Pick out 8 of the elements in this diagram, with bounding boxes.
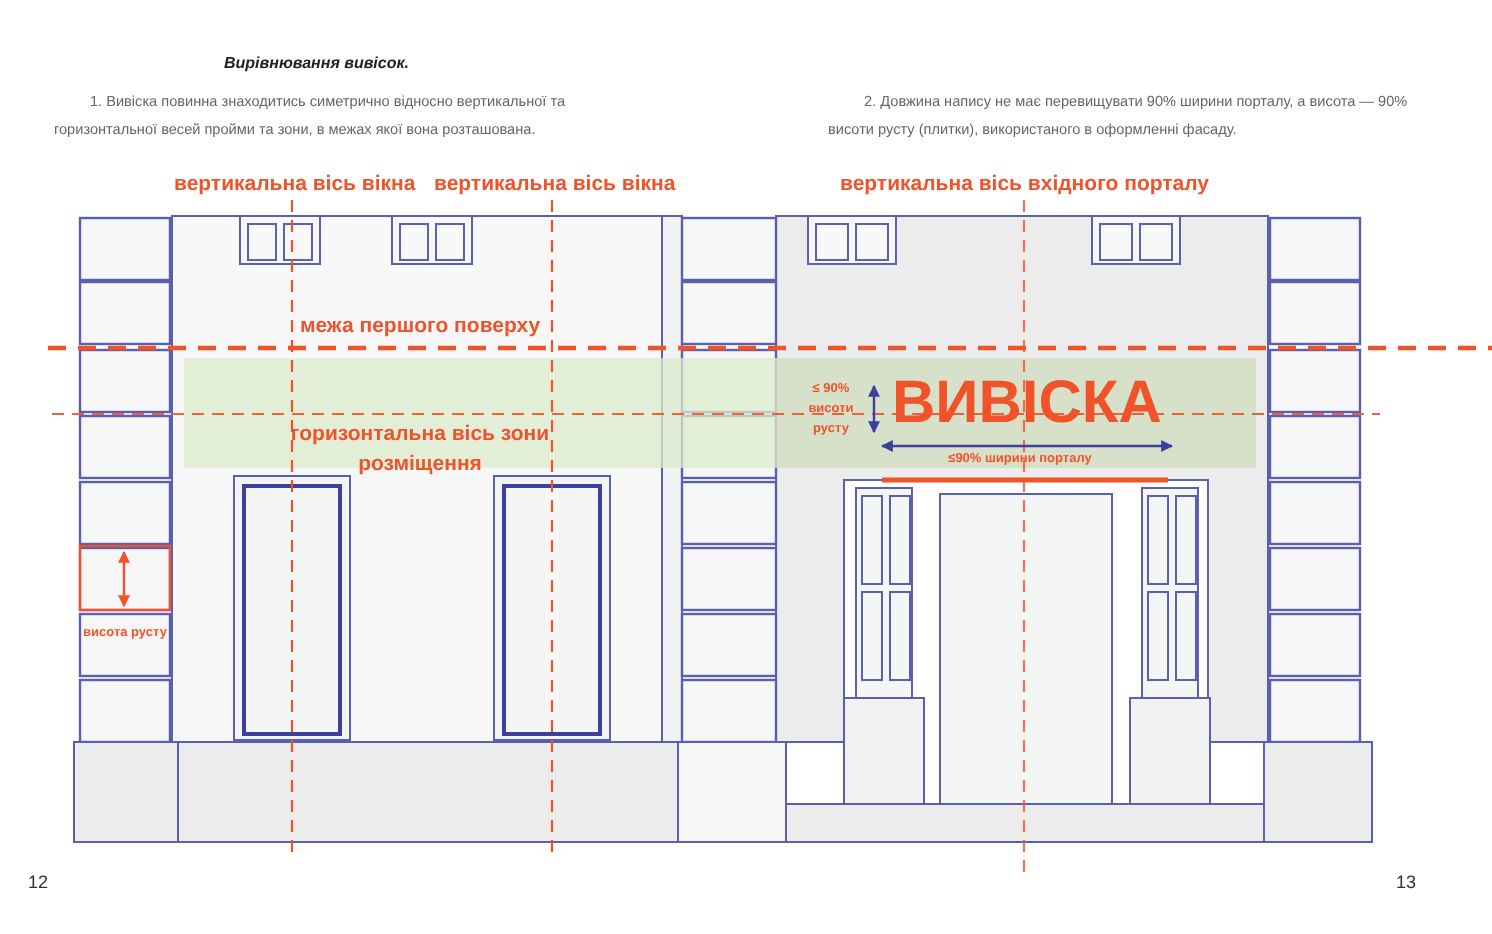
page-heading: Вирівнювання вивісок. xyxy=(224,54,410,72)
page-number: 12 xyxy=(28,872,49,892)
axis-label: вертикальна вісь вікна xyxy=(174,172,416,196)
zone-label: межа першого поверху xyxy=(297,312,543,342)
page-number: 13 xyxy=(1396,872,1417,892)
zone-label: горизонтальна вісь зони розміщення xyxy=(288,420,552,480)
axis-label: вертикальна вісь вікна xyxy=(434,172,676,196)
axis-label: вертикальна вісь вхідного порталу xyxy=(840,172,1210,196)
